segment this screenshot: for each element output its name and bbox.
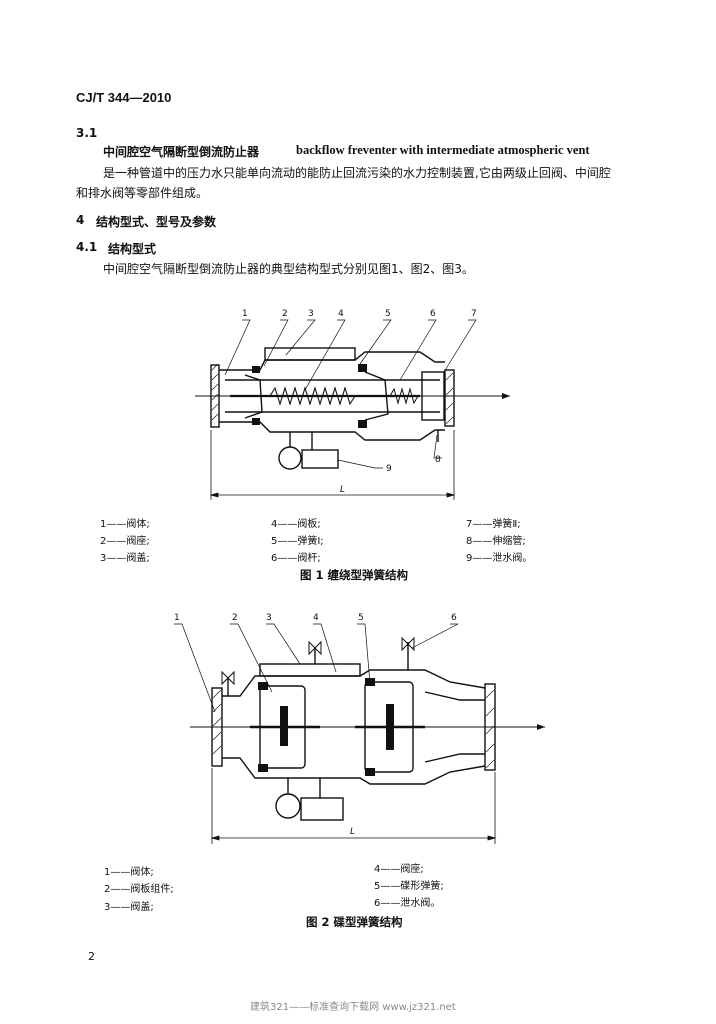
fig1-valve-cover	[264, 347, 356, 361]
fig1-legend-item: 4——阀板;	[271, 519, 321, 530]
figure-2-caption: 图 2 碟型弹簧结构	[306, 915, 403, 929]
fig2-callout-1: 1	[174, 613, 180, 623]
page-number: 2	[88, 950, 95, 963]
fig2-vent-valve-icon	[308, 640, 322, 656]
fig1-callout-7: 7	[471, 309, 477, 319]
fig1-callout-3: 3	[308, 309, 314, 319]
fig2-callout-4: 4	[313, 613, 319, 623]
fig1-outlet-flange	[444, 369, 455, 427]
fig1-callout-2: 2	[282, 309, 288, 319]
fig1-legend-item: 6——阀杆;	[271, 553, 321, 564]
section-4-number: 4	[76, 213, 85, 227]
fig2-callout-5: 5	[358, 613, 364, 623]
fig2-callout-3: 3	[266, 613, 272, 623]
definition-line-2: 和排水阀等零部件组成。	[76, 186, 209, 200]
definition-line-1: 是一种管道中的压力水只能单向流动的能防止回流污染的水力控制装置,它由两级止回阀、…	[103, 166, 611, 180]
section-4-1-number: 4.1	[76, 240, 98, 254]
fig2-legend-item: 5——碟形弹簧;	[374, 881, 444, 892]
fig1-dimension-label: L	[340, 485, 345, 495]
fig1-drain-valve	[278, 446, 302, 470]
fig1-legend-item: 3——阀盖;	[100, 553, 150, 564]
fig1-callout-5: 5	[385, 309, 391, 319]
section-4-title: 结构型式、型号及参数	[96, 215, 217, 229]
fig2-legend-item: 2——阀板组件;	[104, 884, 174, 895]
fig2-vent-valve-icon	[401, 636, 415, 652]
fig2-callout-2: 2	[232, 613, 238, 623]
document-code: CJ/T 344—2010	[76, 90, 172, 105]
term-chinese: 中间腔空气隔断型倒流防止器	[103, 145, 260, 159]
section-3-1-number: 3.1	[76, 126, 98, 140]
fig2-drain-valve	[275, 793, 301, 819]
figure-2-drawing: 1 2 3 4 5 6 L	[174, 613, 545, 844]
fig1-callout-8: 8	[435, 455, 441, 465]
fig1-flow-arrow-icon	[502, 393, 510, 399]
fig2-flow-arrow-icon	[537, 724, 545, 730]
fig2-legend-item: 3——阀盖;	[104, 902, 154, 913]
fig1-callout-1: 1	[242, 309, 248, 319]
fig1-legend-item: 8——伸缩管;	[466, 536, 526, 547]
section-4-1-title: 结构型式	[108, 242, 157, 256]
fig1-callout-9: 9	[386, 464, 392, 474]
fig1-legend-item: 9——泄水阀。	[466, 553, 533, 564]
fig2-callout-6: 6	[451, 613, 457, 623]
fig1-legend-item: 1——阀体;	[100, 519, 150, 530]
fig2-valve-cover	[259, 663, 361, 677]
fig2-dimension-label: L	[350, 827, 355, 837]
fig2-legend-item: 1——阀体;	[104, 867, 154, 878]
fig2-legend-item: 6——泄水阀。	[374, 898, 441, 909]
fig1-legend-item: 2——阀座;	[100, 536, 150, 547]
fig1-legend-item: 5——弹簧Ⅰ;	[271, 536, 324, 547]
section-4-1-text: 中间腔空气隔断型倒流防止器的典型结构型式分别见图1、图2、图3。	[103, 262, 474, 276]
fig1-legend-item: 7——弹簧Ⅱ;	[466, 519, 521, 530]
fig2-vent-valve-icon	[221, 670, 235, 686]
fig2-legend-item: 4——阀座;	[374, 864, 424, 875]
fig1-callout-6: 6	[430, 309, 436, 319]
term-english: backflow freventer with intermediate atm…	[296, 143, 590, 157]
figure-1-caption: 图 1 缠绕型弹簧结构	[300, 568, 409, 582]
footer-watermark: 建筑321——标准查询下载网 www.jz321.net	[250, 1002, 456, 1013]
fig1-callout-4: 4	[338, 309, 344, 319]
figure-1-drawing: 1 2 3 4 5 6 7 8 9 L	[195, 309, 510, 500]
